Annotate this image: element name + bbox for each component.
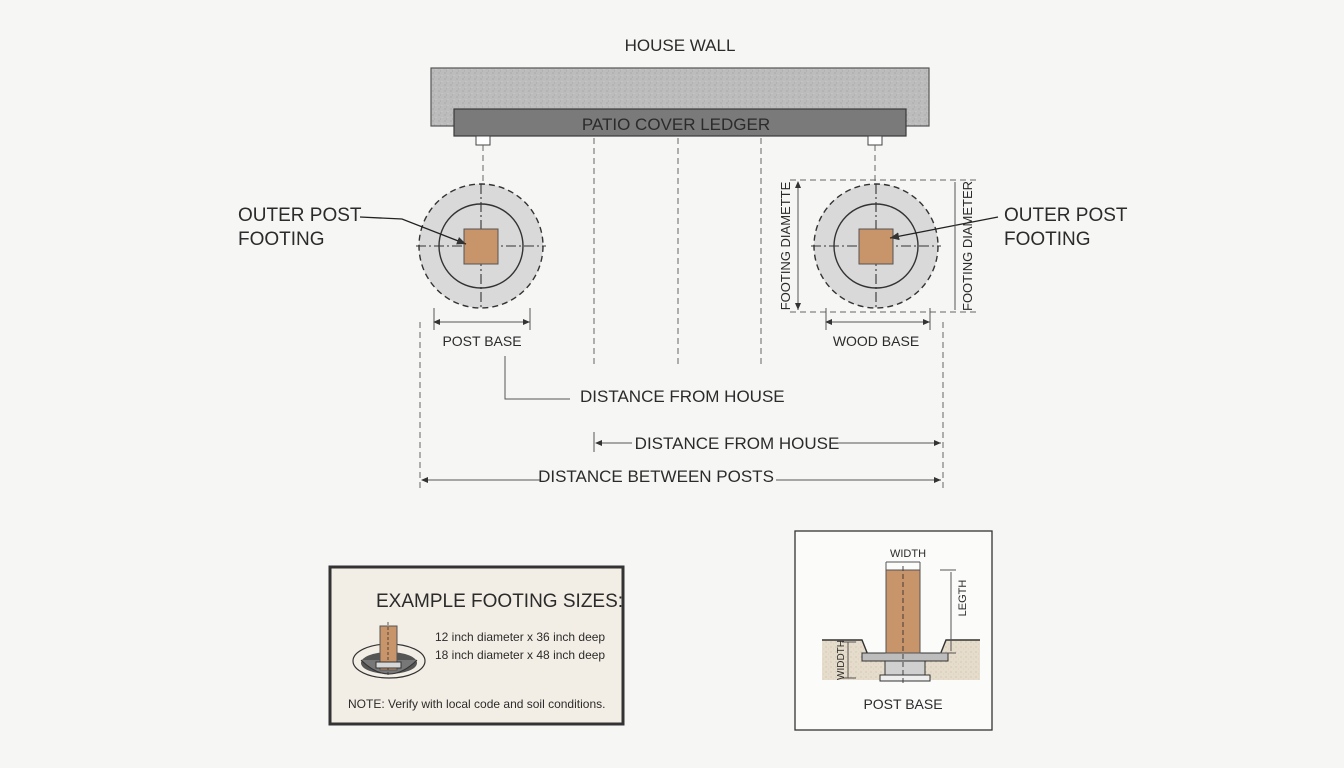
right-footing-leader	[889, 216, 999, 241]
wood-base-label: WOOD BASE	[833, 333, 919, 349]
left-footing-label-line2: FOOTING	[238, 229, 325, 250]
example-size-1: 12 inch diameter x 36 inch deep	[435, 630, 605, 644]
footing-diameter-label-left: FOOTING DIAMETTE	[778, 181, 793, 310]
right-footing	[811, 183, 941, 309]
left-post-square	[463, 228, 499, 265]
distance-between-posts-label: DISTANCE BETWEEN POSTS	[538, 467, 774, 486]
footing-diameter-label-right: FOOTING DIAMETER	[960, 181, 975, 311]
ledger-hanger-right	[867, 135, 883, 146]
left-footing-label-line1: OUTER POST	[238, 205, 362, 226]
example-box-title: EXAMPLE FOOTING SIZES:	[376, 591, 623, 612]
example-note: NOTE: Verify with local code and soil co…	[348, 697, 605, 711]
example-footing-sizes-box: EXAMPLE FOOTING SIZES: 12 inch diameter …	[328, 565, 625, 726]
footing-hole-icon	[352, 622, 426, 679]
ledger-label: PATIO COVER LEDGER	[582, 115, 770, 134]
ledger-hanger-left	[475, 135, 491, 146]
house-wall-label: HOUSE WALL	[625, 36, 736, 55]
left-footing	[416, 183, 546, 309]
detail-base-plate	[861, 652, 949, 662]
distance-from-house-label-1: DISTANCE FROM HOUSE	[580, 387, 785, 406]
detail-post-base-label: POST BASE	[863, 696, 942, 712]
ledger-board	[453, 108, 907, 137]
post-base-detail-box: WIDTH LEGTH WIDDTH POST BASE	[794, 530, 993, 731]
right-footing-label-line1: OUTER POST	[1004, 205, 1128, 226]
detail-length-label: LEGTH	[957, 580, 969, 617]
detail-width-label: WIDTH	[890, 548, 926, 560]
detail-depth-label: WIDDTH	[836, 640, 847, 680]
example-size-2: 18 inch diameter x 48 inch deep	[435, 648, 605, 662]
left-footing-leader	[359, 216, 467, 245]
right-post-square	[858, 228, 894, 265]
right-footing-label-line2: FOOTING	[1004, 229, 1091, 250]
distance-from-house-leader	[504, 356, 570, 400]
distance-from-house-label-2: DISTANCE FROM HOUSE	[635, 434, 840, 453]
post-base-label: POST BASE	[442, 333, 521, 349]
